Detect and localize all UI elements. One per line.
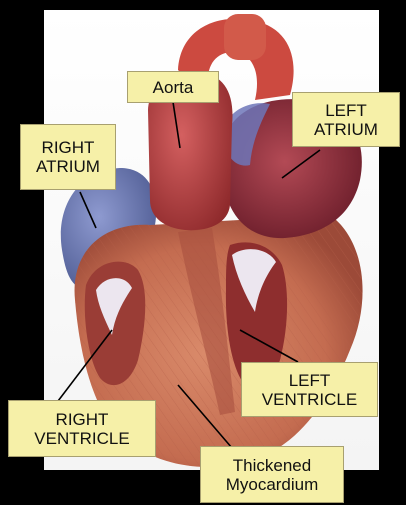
label-left-atrium: LEFT ATRIUM (292, 92, 400, 147)
label-right-ventricle: RIGHT VENTRICLE (8, 400, 156, 457)
label-thickened-myocardium: Thickened Myocardium (200, 446, 344, 503)
label-right-atrium: RIGHT ATRIUM (20, 124, 116, 190)
label-aorta: Aorta (127, 71, 219, 103)
upper-vessel (224, 14, 266, 60)
label-left-ventricle: LEFT VENTRICLE (241, 362, 378, 417)
